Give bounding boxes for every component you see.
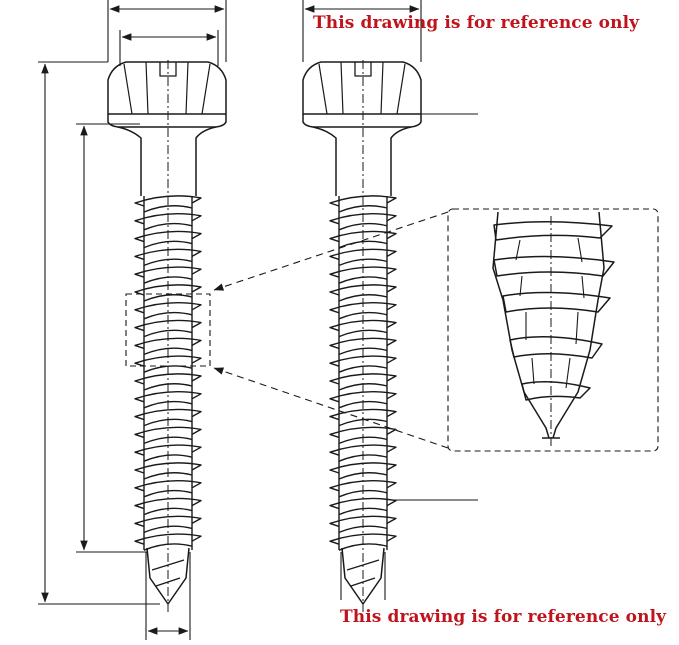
center-lines [167,60,364,612]
detail-callout [125,208,659,452]
detail-leader-top [213,211,449,291]
right-hex-head [302,61,422,115]
left-screw [107,61,227,605]
left-hex-head [107,61,227,115]
detail-leader-bottom [213,367,449,449]
left-washer-flange [107,114,227,128]
right-shank [312,126,412,196]
right-washer-flange [302,114,422,128]
reference-note-bottom: This drawing is for reference only [340,607,667,627]
left-shank [117,126,217,196]
detail-source-box [125,293,211,367]
left-thread-crests [134,195,202,551]
right-screw [302,61,422,605]
dimension-lines [38,0,227,640]
detail-view-box [447,208,659,452]
right-slot [354,62,372,77]
detail-tapping-point [492,211,615,446]
left-slot [159,62,177,77]
right-dimension-lines [302,0,478,600]
reference-note-top: This drawing is for reference only [313,13,640,33]
